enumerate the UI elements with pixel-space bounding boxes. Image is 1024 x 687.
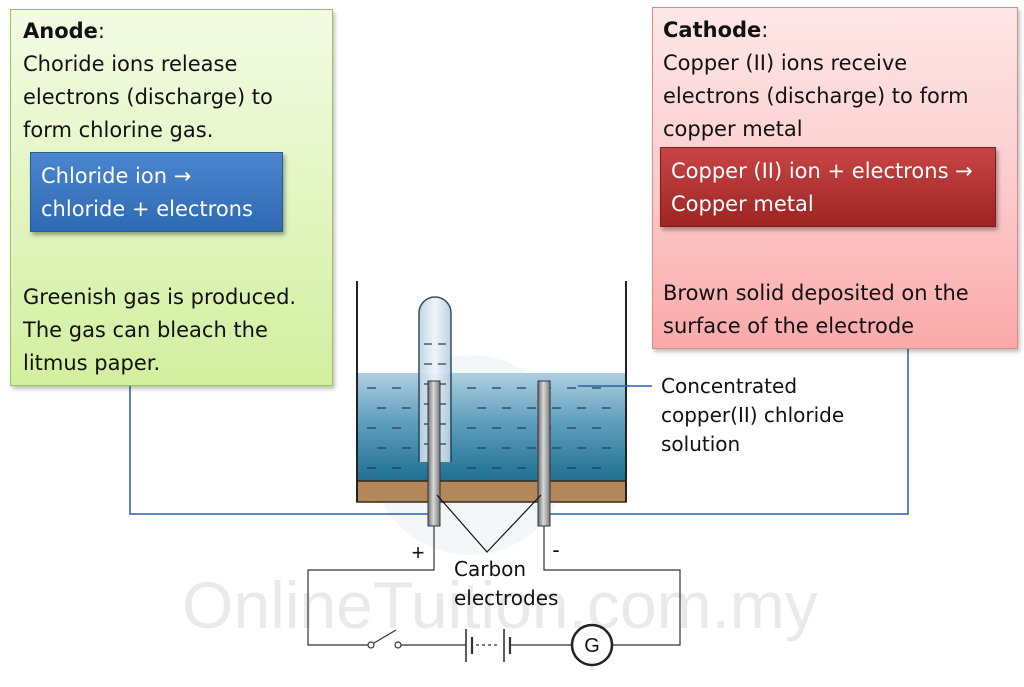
cathode-observation-line-2: surface of the electrode xyxy=(663,314,915,338)
anode-electrode xyxy=(427,380,441,527)
cathode-info-box: Cathode: Copper (II) ions receive electr… xyxy=(652,7,1018,349)
solution-label-line-2: copper(II) chloride xyxy=(661,403,845,427)
cathode-observation-line-1: Brown solid deposited on the xyxy=(663,281,969,305)
anode-plus-sign: + xyxy=(412,540,425,565)
anode-observation-line-2: The gas can bleach the xyxy=(23,318,268,342)
anode-connector-wire xyxy=(129,386,434,515)
cathode-description-line-2: electrons (discharge) to form xyxy=(663,84,969,108)
cathode-heading-line: Cathode: xyxy=(663,14,768,47)
circuit-right-wire xyxy=(543,526,681,646)
switch-contact-right xyxy=(394,641,402,649)
anode-heading-line: Anode: xyxy=(23,15,105,48)
cathode-heading-colon: : xyxy=(761,18,769,42)
anode-heading-colon: : xyxy=(97,19,105,43)
beaker-base xyxy=(356,480,627,503)
cathode-equation-line-2: Copper metal xyxy=(671,192,814,216)
anode-equation-line-2: chloride + electrons xyxy=(41,197,253,221)
galvanometer xyxy=(570,623,614,667)
cathode-equation-line-1: Copper (II) ion + electrons → xyxy=(671,159,973,183)
cathode-equation-box: Copper (II) ion + electrons → Copper met… xyxy=(660,147,996,227)
electrolyte-solution xyxy=(357,373,626,482)
cathode-heading: Cathode xyxy=(663,18,762,42)
solution-label-line-1: Concentrated xyxy=(661,374,798,398)
switch-contact-left xyxy=(367,641,375,649)
solution-label-line-3: solution xyxy=(661,432,741,456)
electrodes-label-line-2: electrodes xyxy=(454,586,559,610)
test-tube xyxy=(418,296,452,462)
anode-equation-line-1: Chloride ion → xyxy=(41,164,192,188)
watermark-text: OnlineTuition.com.my xyxy=(182,568,818,642)
anode-description-line-3: form chlorine gas. xyxy=(23,118,214,142)
anode-description-line-1: Choride ions release xyxy=(23,52,238,76)
anode-description-line-2: electrons (discharge) to xyxy=(23,85,273,109)
anode-heading: Anode xyxy=(23,19,98,43)
anode-observation-line-1: Greenish gas is produced. xyxy=(23,285,297,309)
electrodes-label-line-1: Carbon xyxy=(454,557,527,581)
cathode-connector-wire xyxy=(545,349,909,515)
galvanometer-label: G xyxy=(584,635,600,657)
cathode-minus-sign: - xyxy=(552,537,559,562)
circuit-left-wire xyxy=(307,526,435,646)
anode-observation-line-3: litmus paper. xyxy=(23,351,161,375)
cathode-description-line-3: copper metal xyxy=(663,117,803,141)
solution-dash-pattern xyxy=(367,387,611,469)
electrode-pointer-lines xyxy=(436,494,542,553)
anode-equation-box: Chloride ion → chloride + electrons xyxy=(30,152,283,232)
cathode-description-line-1: Copper (II) ions receive xyxy=(663,51,908,75)
cathode-electrode xyxy=(537,380,551,527)
switch-lever xyxy=(373,629,397,644)
anode-info-box: Anode: Choride ions release electrons (d… xyxy=(10,9,333,386)
